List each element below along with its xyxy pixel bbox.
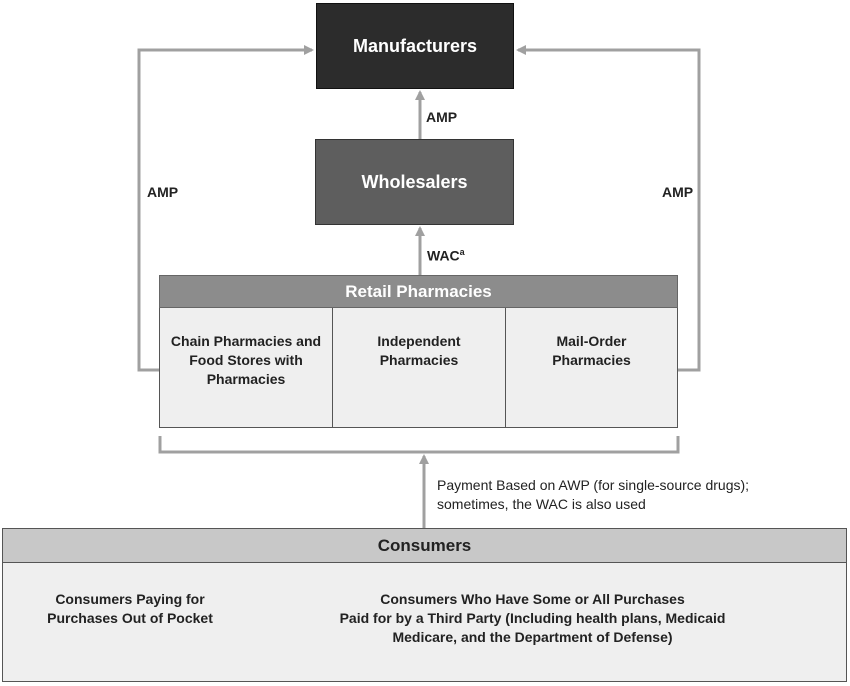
cell-line: Pharmacies	[379, 352, 459, 368]
wac-text: WAC	[427, 247, 460, 264]
out-of-pocket-consumers: Consumers Paying for Purchases Out of Po…	[30, 590, 230, 628]
amp-label-right: AMP	[662, 184, 694, 200]
payment-label: Payment Based on AWP (for single-source …	[437, 476, 749, 514]
payment-line: Payment Based on AWP (for single-source …	[437, 477, 750, 493]
amp-label-left: AMP	[147, 184, 179, 200]
manufacturers-box: Manufacturers	[316, 3, 514, 89]
retail-pharmacies-header: Retail Pharmacies	[159, 275, 678, 308]
chain-pharmacies-cell: Chain Pharmacies and Food Stores with Ph…	[159, 308, 333, 428]
cell-line: Pharmacies	[206, 371, 286, 387]
wholesalers-box: Wholesalers	[315, 139, 514, 225]
cell-line: Mail-Order	[556, 333, 627, 349]
cell-line: Chain Pharmacies and	[170, 333, 322, 349]
arrow-amp-right-loop	[516, 45, 701, 372]
cell-line: Pharmacies	[552, 352, 631, 368]
wac-label: WACa	[427, 247, 465, 264]
consumers-body	[2, 562, 847, 682]
mail-order-pharmacies-cell: Mail-Order Pharmacies	[505, 308, 678, 428]
arrow-amp-left-loop	[137, 45, 314, 372]
consumer-line: Paid for by a Third Party (Including hea…	[339, 610, 726, 626]
third-party-consumers: Consumers Who Have Some or All Purchases…	[320, 590, 745, 647]
cell-line: Food Stores with	[189, 352, 303, 368]
consumer-line: Consumers Who Have Some or All Purchases	[380, 591, 685, 607]
consumer-line: Consumers Paying for	[55, 591, 205, 607]
amp-label-top: AMP	[426, 109, 458, 125]
retail-bracket	[158, 436, 680, 454]
payment-line: sometimes, the WAC is also used	[437, 496, 646, 512]
consumers-header: Consumers	[2, 528, 847, 562]
independent-pharmacies-cell: Independent Pharmacies	[332, 308, 506, 428]
wac-footnote-marker: a	[459, 247, 465, 257]
consumer-line: Medicare, and the Department of Defense)	[392, 629, 673, 645]
cell-line: Independent	[377, 333, 461, 349]
consumer-line: Purchases Out of Pocket	[47, 610, 213, 626]
